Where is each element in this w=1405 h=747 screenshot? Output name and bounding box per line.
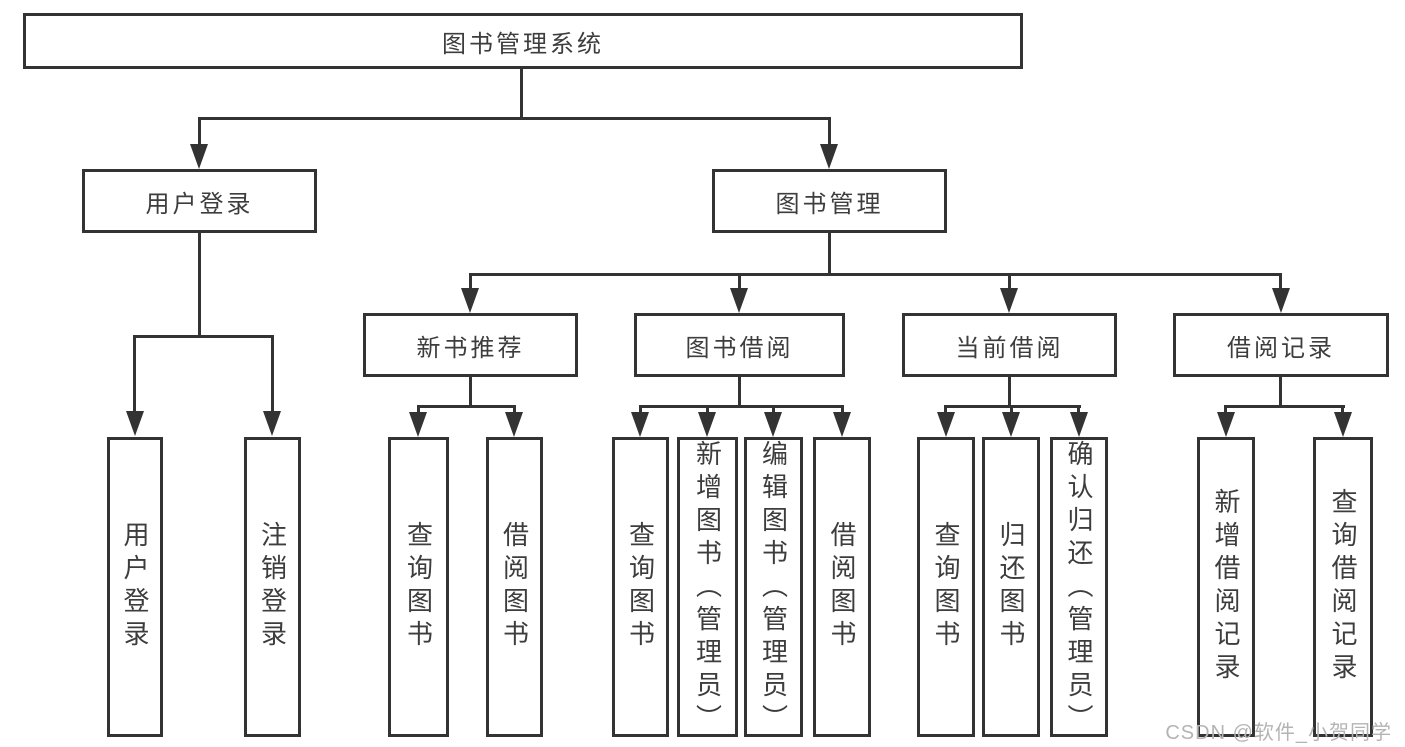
leaf-edit-book-admin: 编辑图书（管理员） xyxy=(744,437,803,737)
connector-line xyxy=(1279,377,1282,408)
node-book-borrow: 图书借阅 xyxy=(634,313,845,377)
connector-line xyxy=(198,117,201,147)
connector-line xyxy=(1224,405,1345,408)
arrow-down-icon xyxy=(937,412,955,437)
arrow-down-icon xyxy=(698,412,716,437)
leaf-query-borrow-record: 查询借阅记录 xyxy=(1313,437,1373,737)
leaf-logout-label: 注销登录 xyxy=(257,521,288,653)
leaf-borrow-books-recommend-label: 借阅图书 xyxy=(499,521,530,653)
connector-line xyxy=(198,233,201,336)
arrow-down-icon xyxy=(409,412,427,437)
leaf-add-borrow-record-label: 新增借阅记录 xyxy=(1211,488,1241,686)
connector-line xyxy=(469,273,1282,276)
node-new-book-recommend: 新书推荐 xyxy=(363,313,578,377)
connector-line xyxy=(469,377,472,408)
leaf-borrow-books-label: 借阅图书 xyxy=(827,521,857,653)
arrow-down-icon xyxy=(461,288,479,313)
node-book-management: 图书管理 xyxy=(712,169,947,233)
connector-line xyxy=(841,405,844,416)
leaf-query-books-current: 查询图书 xyxy=(917,437,975,737)
arrow-down-icon xyxy=(190,144,208,169)
arrow-down-icon xyxy=(1000,288,1018,313)
leaf-logout: 注销登录 xyxy=(244,437,301,737)
connector-line xyxy=(944,405,947,416)
node-current-borrow: 当前借阅 xyxy=(902,313,1117,377)
arrow-down-icon xyxy=(764,412,782,437)
connector-line xyxy=(1008,377,1011,408)
arrow-down-icon xyxy=(126,411,144,436)
connector-line xyxy=(1008,273,1011,291)
leaf-user-login-label: 用户登录 xyxy=(120,521,150,653)
leaf-user-login: 用户登录 xyxy=(107,437,163,737)
connector-line xyxy=(1077,405,1080,416)
node-new-book-recommend-label: 新书推荐 xyxy=(416,334,525,362)
leaf-confirm-return-admin-label: 确认归还（管理员） xyxy=(1064,440,1094,737)
node-borrow-records-label: 借阅记录 xyxy=(1227,334,1335,362)
node-user-login: 用户登录 xyxy=(82,169,317,233)
arrow-down-icon xyxy=(1217,412,1235,437)
connector-line xyxy=(133,335,273,338)
node-book-borrow-label: 图书借阅 xyxy=(685,334,794,362)
watermark: CSDN @软件_小贺同学 xyxy=(1165,722,1392,744)
connector-line xyxy=(706,405,709,416)
arrow-down-icon xyxy=(1272,288,1290,313)
leaf-query-books-recommend: 查询图书 xyxy=(388,437,449,737)
arrow-down-icon xyxy=(263,411,281,436)
connector-line xyxy=(417,405,420,416)
node-root-label: 图书管理系统 xyxy=(442,30,604,58)
leaf-edit-book-admin-label: 编辑图书（管理员） xyxy=(758,440,789,737)
connector-line xyxy=(1010,405,1013,416)
connector-line xyxy=(639,405,642,416)
arrow-down-icon xyxy=(1070,412,1088,437)
connector-line xyxy=(520,69,523,120)
leaf-add-borrow-record: 新增借阅记录 xyxy=(1197,437,1255,737)
node-current-borrow-label: 当前借阅 xyxy=(955,334,1064,362)
connector-line xyxy=(828,117,831,147)
node-user-login-label: 用户登录 xyxy=(145,190,254,218)
leaf-confirm-return-admin: 确认归还（管理员） xyxy=(1050,437,1108,737)
connector-line xyxy=(271,335,274,414)
connector-line xyxy=(639,405,844,408)
connector-line xyxy=(1279,273,1282,291)
arrow-down-icon xyxy=(730,288,748,313)
connector-line xyxy=(513,405,516,416)
leaf-query-books-borrow: 查询图书 xyxy=(612,437,669,737)
leaf-add-book-admin-label: 新增图书（管理员） xyxy=(692,440,723,737)
leaf-query-books-recommend-label: 查询图书 xyxy=(403,521,434,653)
connector-line xyxy=(738,377,741,408)
connector-line xyxy=(133,335,136,414)
leaf-query-books-current-label: 查询图书 xyxy=(931,521,961,653)
arrow-down-icon xyxy=(833,412,851,437)
connector-line xyxy=(1224,405,1227,416)
leaf-query-books-borrow-label: 查询图书 xyxy=(625,521,656,653)
leaf-borrow-books-recommend: 借阅图书 xyxy=(486,437,543,737)
arrow-down-icon xyxy=(1334,412,1352,437)
connector-line xyxy=(417,405,516,408)
connector-line xyxy=(198,117,830,120)
connector-line xyxy=(828,233,831,275)
leaf-borrow-books: 借阅图书 xyxy=(813,437,871,737)
arrow-down-icon xyxy=(631,412,649,437)
leaf-return-book-label: 归还图书 xyxy=(996,521,1026,653)
leaf-return-book: 归还图书 xyxy=(982,437,1040,737)
connector-line xyxy=(738,273,741,291)
arrow-down-icon xyxy=(820,144,838,169)
connector-line xyxy=(469,273,472,291)
connector-line xyxy=(1341,405,1344,416)
node-borrow-records: 借阅记录 xyxy=(1173,313,1389,377)
arrow-down-icon xyxy=(1002,412,1020,437)
arrow-down-icon xyxy=(505,412,523,437)
connector-line xyxy=(772,405,775,416)
leaf-query-borrow-record-label: 查询借阅记录 xyxy=(1328,488,1358,686)
node-book-management-label: 图书管理 xyxy=(775,190,884,218)
node-root: 图书管理系统 xyxy=(23,13,1023,69)
leaf-add-book-admin: 新增图书（管理员） xyxy=(677,437,738,737)
